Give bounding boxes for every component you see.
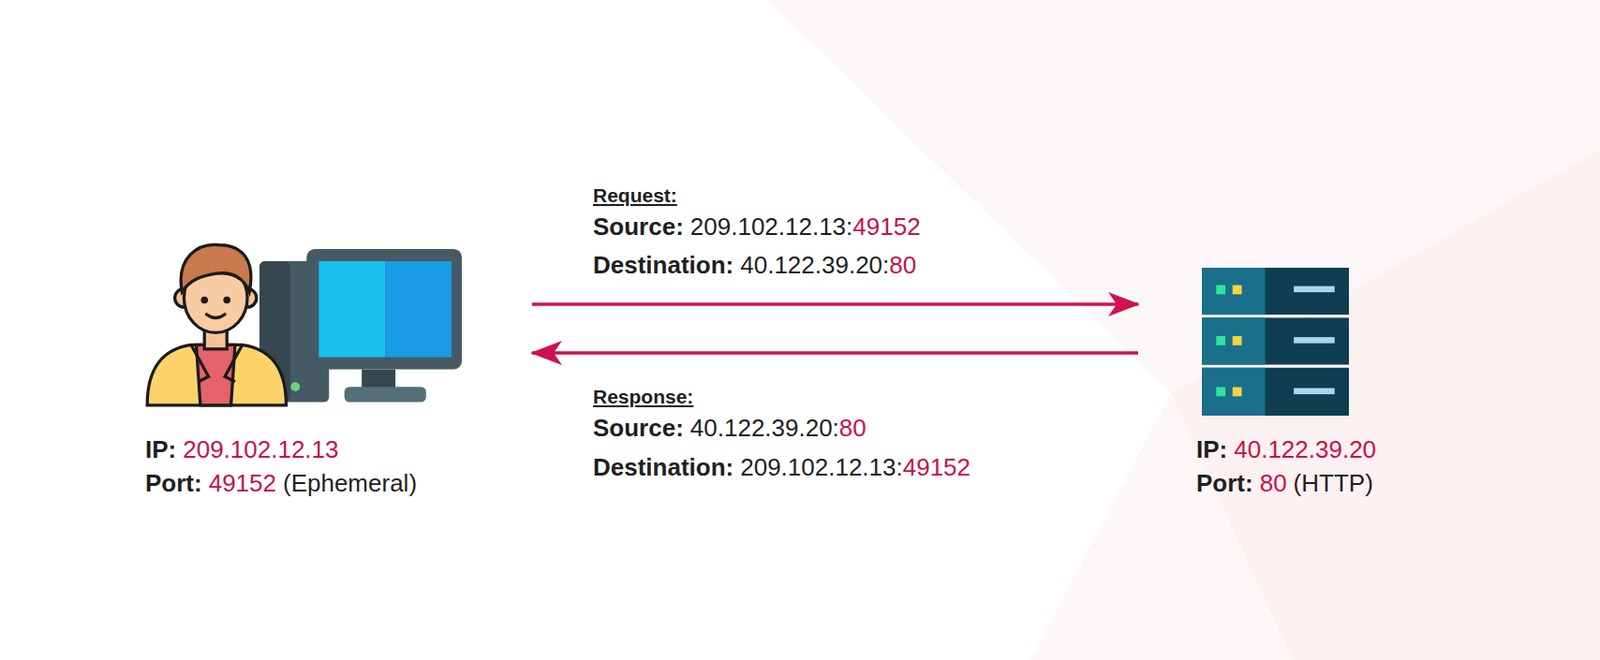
shirt — [196, 344, 236, 405]
address-line: Port:49152(Ephemeral) — [145, 466, 474, 501]
packet-line: Destination:209.102.12.13:49152 — [592, 451, 971, 484]
power-led — [290, 382, 300, 392]
flow-arrow — [532, 302, 1139, 307]
server-unit — [1201, 317, 1349, 365]
client-node: IP:209.102.12.13Port:49152(Ephemeral) — [145, 238, 474, 501]
monitor-frame — [306, 249, 462, 371]
field-name: Port: — [1196, 469, 1254, 498]
port-note: (HTTP) — [1293, 469, 1374, 498]
port-note: (Ephemeral) — [282, 469, 417, 498]
ip-address: 40.122.39.20: — [740, 251, 889, 280]
jacket — [147, 344, 286, 405]
background-shape — [768, 0, 1600, 660]
field-name: Source: — [592, 212, 684, 241]
hair — [180, 244, 252, 292]
ip-address: 209.102.12.13: — [740, 453, 904, 482]
field-name: IP: — [145, 435, 177, 464]
server-node: IP:40.122.39.20Port:80(HTTP) — [1196, 262, 1384, 501]
server-unit — [1201, 267, 1349, 315]
monitor-base — [344, 386, 427, 402]
address-line: IP:209.102.12.13 — [145, 432, 474, 467]
server-unit — [1201, 368, 1349, 416]
packet-line: Source:209.102.12.13:49152 — [592, 210, 921, 243]
address-value: 80 — [1259, 469, 1288, 498]
port-number: 80 — [839, 414, 867, 443]
packet-line: Source:40.122.39.20:80 — [592, 412, 867, 445]
port-number: 49152 — [852, 212, 920, 241]
field-name: Source: — [592, 414, 684, 443]
packet-heading: Request: — [592, 184, 678, 207]
port-number: 49152 — [903, 453, 971, 482]
address-value: 209.102.12.13 — [182, 435, 339, 464]
packet-line: Destination:40.122.39.20:80 — [592, 249, 917, 282]
eye — [200, 296, 208, 305]
background-shape — [1170, 149, 1600, 660]
address-value: 40.122.39.20 — [1233, 435, 1377, 464]
field-name: Port: — [145, 469, 203, 498]
field-name: Destination: — [592, 251, 734, 280]
flow-arrow — [532, 351, 1139, 356]
field-name: IP: — [1196, 435, 1228, 464]
client-illustration — [145, 238, 462, 408]
address-line: Port:80(HTTP) — [1196, 466, 1384, 501]
port-number: 80 — [888, 251, 917, 280]
packet-heading: Response: — [592, 385, 694, 408]
eye — [222, 296, 231, 305]
ip-address: 209.102.12.13: — [690, 212, 854, 241]
mouth — [206, 314, 225, 319]
field-name: Destination: — [592, 453, 734, 482]
packet-line: Response: — [592, 379, 694, 414]
address-line: IP:40.122.39.20 — [1196, 432, 1384, 467]
monitor-screen — [385, 261, 452, 357]
monitor-screen — [318, 261, 386, 357]
server-illustration — [1201, 267, 1349, 416]
address-value: 49152 — [208, 469, 277, 498]
packet-line: Request: — [592, 177, 678, 212]
ip-address: 40.122.39.20: — [690, 414, 840, 443]
monitor-neck — [361, 370, 396, 389]
